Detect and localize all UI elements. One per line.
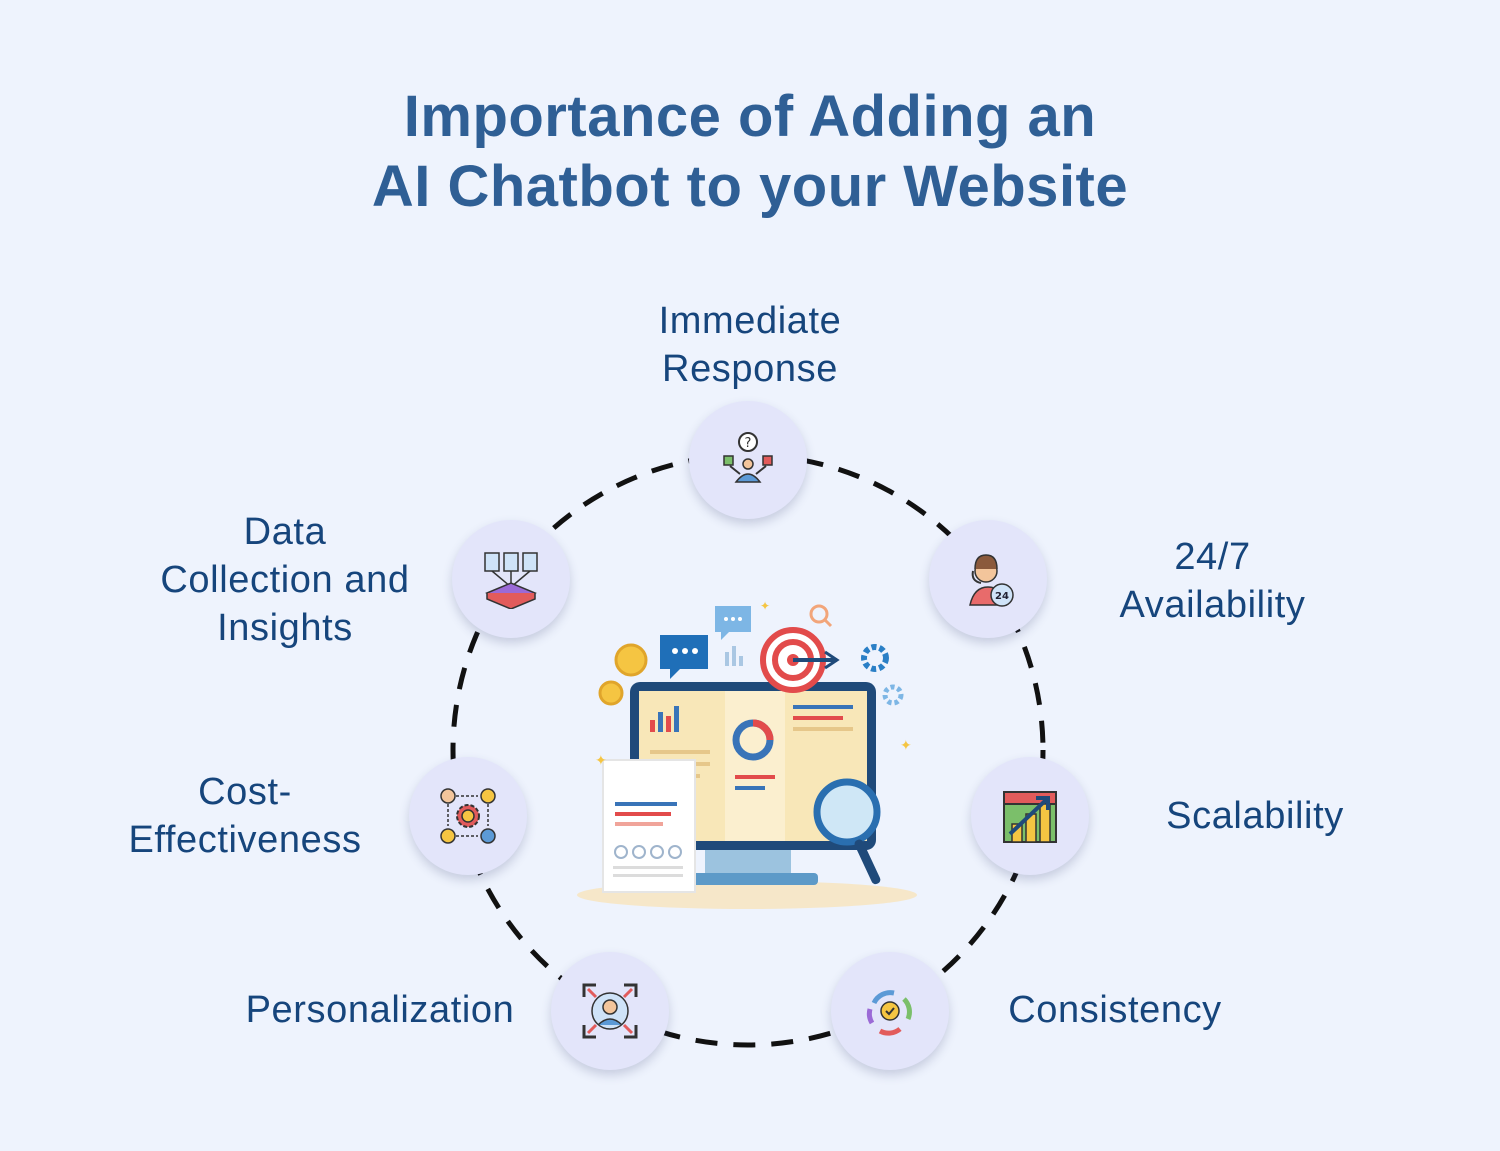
title-line-2: AI Chatbot to your Website bbox=[371, 154, 1129, 219]
label-line: 24/7 bbox=[1174, 536, 1251, 578]
node-personalization bbox=[551, 952, 669, 1070]
user-focus-icon bbox=[582, 983, 638, 1039]
label-availability: 24/7 Availability bbox=[1090, 533, 1335, 629]
label-line: Insights bbox=[217, 607, 353, 649]
label-consistency: Consistency bbox=[985, 986, 1245, 1034]
label-cost-effectiveness: Cost- Effectiveness bbox=[100, 768, 390, 864]
label-line: Scalability bbox=[1166, 795, 1344, 837]
label-line: Immediate bbox=[658, 300, 842, 342]
label-line: Collection and bbox=[160, 559, 410, 601]
growth-chart-icon bbox=[1003, 791, 1057, 843]
cycle-arrows-icon bbox=[866, 990, 912, 1036]
title-line-1: Importance of Adding an bbox=[403, 84, 1097, 149]
node-scalability bbox=[971, 757, 1089, 875]
label-line: Availability bbox=[1119, 584, 1306, 626]
support-agent-icon: 24 bbox=[969, 554, 1014, 607]
svg-text:✦: ✦ bbox=[595, 752, 607, 768]
label-line: Cost- bbox=[198, 771, 292, 813]
label-personalization: Personalization bbox=[210, 986, 550, 1034]
label-scalability: Scalability bbox=[1135, 792, 1375, 840]
label-line: Response bbox=[662, 348, 838, 390]
label-data-collection: Data Collection and Insights bbox=[130, 508, 440, 652]
node-data-collection bbox=[452, 520, 570, 638]
label-line: Personalization bbox=[245, 989, 515, 1031]
data-collection-icon bbox=[484, 552, 538, 609]
cost-gear-icon bbox=[440, 788, 496, 844]
question-person-icon: ? bbox=[723, 432, 773, 483]
svg-text:?: ? bbox=[745, 436, 752, 451]
svg-text:✦: ✦ bbox=[900, 737, 912, 753]
label-line: Effectiveness bbox=[128, 819, 362, 861]
node-cost-effectiveness bbox=[409, 757, 527, 875]
svg-text:24: 24 bbox=[995, 591, 1009, 602]
label-immediate-response: Immediate Response bbox=[580, 297, 920, 393]
node-availability: 24 bbox=[929, 520, 1047, 638]
page-title: Importance of Adding an AI Chatbot to yo… bbox=[0, 82, 1500, 222]
analytics-dashboard-icon: ✦ ✦ ✦ bbox=[577, 599, 917, 909]
node-consistency bbox=[831, 952, 949, 1070]
svg-text:✦: ✦ bbox=[760, 599, 770, 613]
node-immediate-response: ? bbox=[689, 401, 807, 519]
label-line: Data bbox=[243, 511, 327, 553]
label-line: Consistency bbox=[1008, 989, 1222, 1031]
